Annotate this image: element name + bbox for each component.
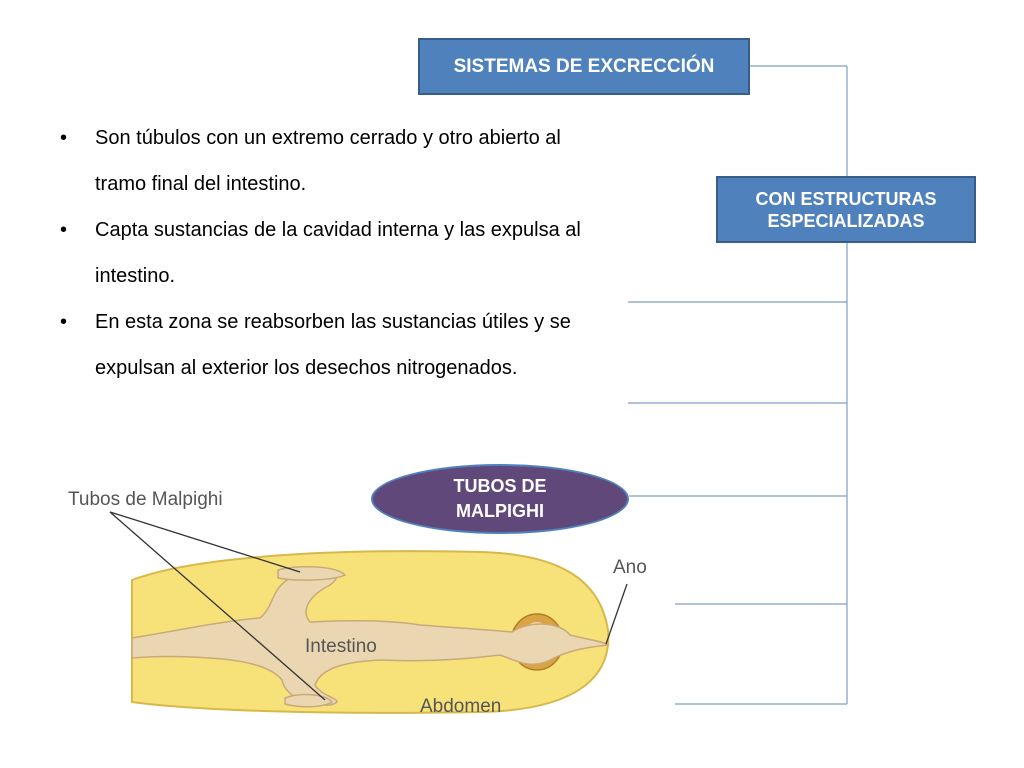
malpighi-illustration: Tubos de Malpighi Ano Intestino Abdomen [68,489,647,717]
bullet-dot-icon: • [60,127,68,149]
node-tubos-de-malpighi: TUBOS DE MALPIGHI [371,464,629,534]
pointer-line-malpighi-lower [109,511,326,701]
pointer-line-malpighi-upper [109,511,301,573]
bullet-dot-icon: • [60,219,68,241]
label-intestino: Intestino [305,636,377,657]
bullet-text: Son túbulos con un extremo cerrado y otr… [95,127,561,195]
title-box-sistemas-de-excrecion: SISTEMAS DE EXCRECCIÓN [418,38,750,95]
label-abdomen: Abdomen [420,696,501,717]
category-box-label: CON ESTRUCTURAS ESPECIALIZADAS [755,188,937,231]
title-box-label: SISTEMAS DE EXCRECCIÓN [453,55,715,77]
label-tubos-de-malpighi: Tubos de Malpighi [68,489,223,510]
label-ano: Ano [613,557,647,578]
bullet-text: En esta zona se reabsorben las sustancia… [95,311,571,379]
bullet-text: Capta sustancias de la cavidad interna y… [95,219,581,287]
bullet-list: • Son túbulos con un extremo cerrado y ot… [60,115,600,391]
category-box-estructuras-especializadas: CON ESTRUCTURAS ESPECIALIZADAS [716,176,976,243]
node-tubos-de-malpighi-label: TUBOS DE MALPIGHI [453,476,547,521]
bullet-item: • Capta sustancias de la cavidad interna … [60,207,600,299]
malpighi-tube-lower [284,693,334,708]
bullet-item: • Son túbulos con un extremo cerrado y ot… [60,115,600,207]
bullet-dot-icon: • [60,311,68,333]
bullet-item: • En esta zona se reabsorben las sustanci… [60,299,600,391]
pointer-line-ano [605,583,628,645]
